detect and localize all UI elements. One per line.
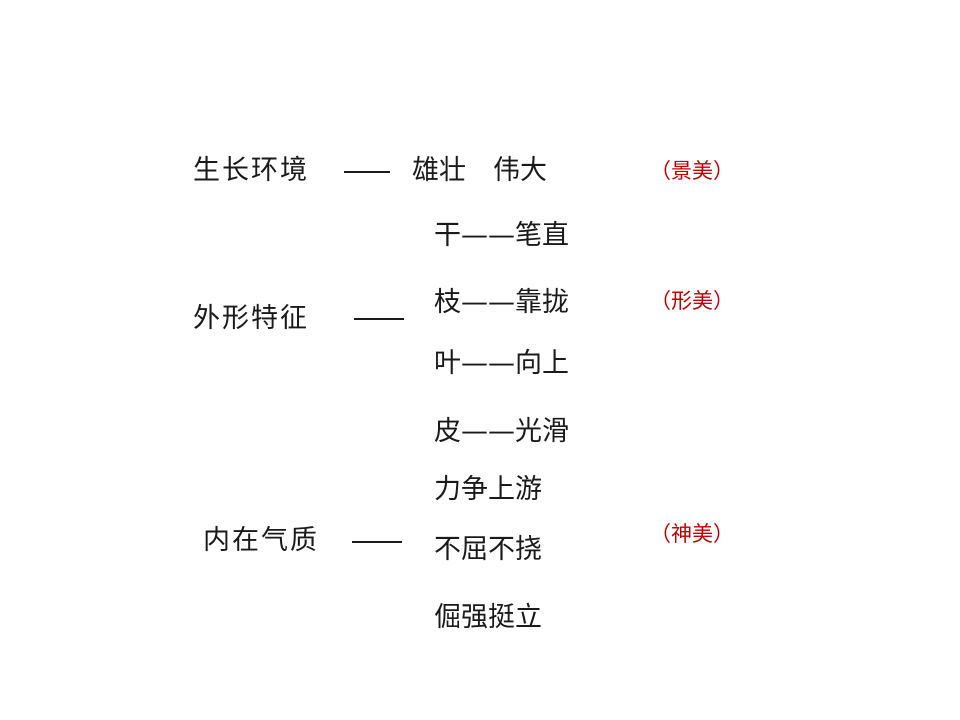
detail-text: 力争上游 xyxy=(434,474,542,505)
detail-text: 皮——光滑 xyxy=(434,416,569,447)
beauty-tag-spirit: （神美） xyxy=(650,522,734,546)
beauty-tag-scenery: （景美） xyxy=(650,159,734,183)
detail-text: 干——笔直 xyxy=(434,220,569,251)
detail-text: 枝——靠拢 xyxy=(434,287,569,318)
connector-dash-growth-environment xyxy=(344,171,390,173)
detail-text: 雄壮 伟大 xyxy=(412,155,547,186)
aspect-label-appearance: 外形特征 xyxy=(193,303,309,334)
detail-text: 叶——向上 xyxy=(434,348,569,379)
aspect-label-growth-environment: 生长环境 xyxy=(193,155,309,186)
connector-dash-inner-quality xyxy=(352,541,402,543)
connector-dash-appearance xyxy=(354,318,404,320)
detail-text: 倔强挺立 xyxy=(434,602,542,633)
aspect-label-inner-quality: 内在气质 xyxy=(203,525,319,556)
beauty-tag-form: （形美） xyxy=(650,289,734,313)
detail-text: 不屈不挠 xyxy=(434,534,542,565)
